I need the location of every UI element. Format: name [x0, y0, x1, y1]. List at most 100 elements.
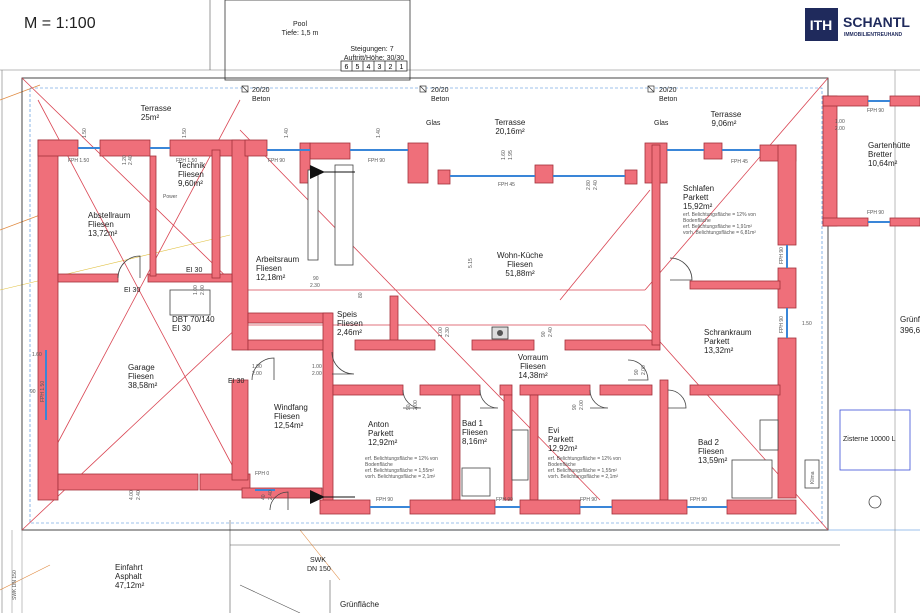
- anton-note-2: Bodenfläche: [365, 462, 393, 468]
- window-fph150-side: FPH 1.50: [40, 381, 46, 402]
- room-gruen1-area: 396,69: [900, 326, 920, 335]
- labels: M = 1:100 Pool Tiefe: 1,5 m Steigungen: …: [12, 15, 920, 609]
- room-evi-area: 12,92m²: [548, 444, 578, 453]
- stairs-rise: Auftritt/Höhe: 30/30: [344, 55, 404, 62]
- room-einfahrt-name: Einfahrt: [115, 563, 143, 572]
- room-bad1-floor: Fliesen: [462, 428, 488, 437]
- room-garage-area: 38,58m²: [128, 381, 158, 390]
- column-material-1: Beton: [252, 96, 270, 103]
- dim-230: 2.30: [310, 283, 320, 289]
- dim-140-b: 1.40: [376, 128, 382, 138]
- room-evi-floor: Parkett: [548, 435, 574, 444]
- window-fph90-side-2: FPH 90: [779, 316, 785, 333]
- window-fph90-garten-1: FPH 90: [867, 108, 884, 114]
- window-fph45-2: FPH 45: [731, 159, 748, 165]
- dim-120-a: 1.20: [122, 155, 128, 165]
- dim-200-c: 2.00: [200, 285, 206, 295]
- room-garten-area: 10,64m²: [868, 159, 898, 168]
- ei30-door-1: EI 30: [186, 267, 202, 274]
- room-schlafen-name: Schlafen: [683, 184, 714, 193]
- dim-140-a: 1.40: [284, 128, 290, 138]
- room-arbeit-name: Arbeitsraum: [256, 255, 299, 264]
- dim-200-f: 2.00: [641, 365, 647, 375]
- column-markers: [241, 85, 655, 93]
- schlafen-note-2: Bodenfläche: [683, 218, 711, 224]
- room-abstell-floor: Fliesen: [88, 220, 114, 229]
- room-vorraum-name: Vorraum: [518, 353, 549, 362]
- room-wohn-area: 51,88m²: [505, 269, 535, 278]
- room-schlafen-floor: Parkett: [683, 193, 709, 202]
- window-fph0: FPH 0: [255, 471, 269, 477]
- evi-note-2: Bodenfläche: [548, 462, 576, 468]
- dim-100-a: 1.00: [438, 327, 444, 337]
- zisterne-label: Zisterne 10000 L: [843, 436, 896, 443]
- room-bad2-floor: Fliesen: [698, 447, 724, 456]
- room-einfahrt-floor: Asphalt: [115, 572, 142, 581]
- room-garage-name: Garage: [128, 363, 155, 372]
- stair-cell: [395, 60, 408, 72]
- dim-240-c: 2.40: [548, 327, 554, 337]
- room-arbeit-floor: Fliesen: [256, 264, 282, 273]
- swk-label: SWK: [310, 557, 326, 564]
- room-abstell-area: 13,72m²: [88, 229, 118, 238]
- anton-note-4: vorh. Belichtungsfläche = 2,1m²: [365, 474, 436, 480]
- evi-note-4: vorh. Belichtungsfläche = 2,1m²: [548, 474, 619, 480]
- room-speis-area: 2,46m²: [337, 328, 362, 337]
- room-bad2-area: 13,59m²: [698, 456, 728, 465]
- window-fph90-4: FPH 90: [496, 497, 513, 503]
- room-schlafen-area: 15,92m²: [683, 202, 713, 211]
- schlafen-note-3: erf. Belichtungsfläche = 1,91m²: [683, 224, 752, 230]
- window-fph90-side-1: FPH 90: [779, 247, 785, 264]
- zisterne-box: [839, 409, 911, 471]
- brand-name: SCHANTL: [843, 14, 910, 30]
- room-terrasse-1-area: 25m²: [141, 113, 160, 122]
- room-wohn-floor: Fliesen: [507, 260, 533, 269]
- room-speis-floor: Fliesen: [337, 319, 363, 328]
- power-label: Power: [163, 194, 178, 200]
- window-fph90-1: FPH 90: [268, 158, 285, 164]
- dim-200-a: 2.00: [312, 371, 322, 377]
- brand-subtitle: IMMOBILIENTREUHAND: [844, 32, 902, 38]
- room-schrank-area: 13,32m²: [704, 346, 734, 355]
- manhole: [868, 495, 882, 509]
- dim-90-c: 90: [406, 404, 412, 410]
- glass-label-2: Glas: [654, 120, 669, 127]
- window-fph150-2: FPH 1.50: [176, 158, 197, 164]
- dn-side-label: SWK DN 150: [12, 570, 18, 600]
- room-windfang-floor: Fliesen: [274, 412, 300, 421]
- doors: [117, 165, 693, 511]
- dim-150-a: 1.50: [82, 128, 88, 138]
- room-schrank-floor: Parkett: [704, 337, 730, 346]
- room-gruen2-name: Grünfläche: [340, 600, 380, 609]
- room-terrasse-3-area: 9,06m²: [712, 119, 737, 128]
- room-bad1-area: 8,16m²: [462, 437, 487, 446]
- room-schrank-name: Schrankraum: [704, 328, 752, 337]
- window-fph150-1: FPH 1.50: [68, 158, 89, 164]
- dim-280: 2.80: [586, 180, 592, 190]
- building-outline: [21, 77, 829, 531]
- room-vorraum-floor: Fliesen: [520, 362, 546, 371]
- dim-150-b: 1.50: [182, 128, 188, 138]
- window-fph90-garten-2: FPH 90: [867, 210, 884, 216]
- dim-90: 90: [313, 276, 319, 282]
- room-terrasse-2-area: 20,16m²: [495, 127, 525, 136]
- brand-logo: ITH SCHANTL IMMOBILIENTREUHAND: [805, 8, 910, 41]
- room-speis-name: Speis: [337, 310, 357, 319]
- dim-90-e: 90: [634, 369, 640, 375]
- dim-100-garten: 1.00: [835, 119, 845, 125]
- dim-240-b: 2.40: [593, 180, 599, 190]
- dim-230-b: 2.30: [445, 327, 451, 337]
- ei30-door-2: EI 30: [124, 287, 140, 294]
- schlafen-note-1: erf. Belichtungsfläche = 12% von: [683, 212, 756, 218]
- dim-80: 80: [358, 292, 364, 298]
- dim-90-d: 90: [572, 404, 578, 410]
- dim-240-d: 2.40: [136, 490, 142, 500]
- stair-step-number: 4: [367, 64, 371, 71]
- room-garten-floor: Bretter: [868, 150, 892, 159]
- room-wohn-name: Wohn-Küche: [497, 251, 544, 260]
- room-windfang-name: Windfang: [274, 403, 308, 412]
- window-fph45-1: FPH 45: [498, 182, 515, 188]
- dim-160-side: 1.60: [32, 352, 42, 358]
- anton-note-1: erf. Belichtungsfläche = 12% von: [365, 456, 438, 462]
